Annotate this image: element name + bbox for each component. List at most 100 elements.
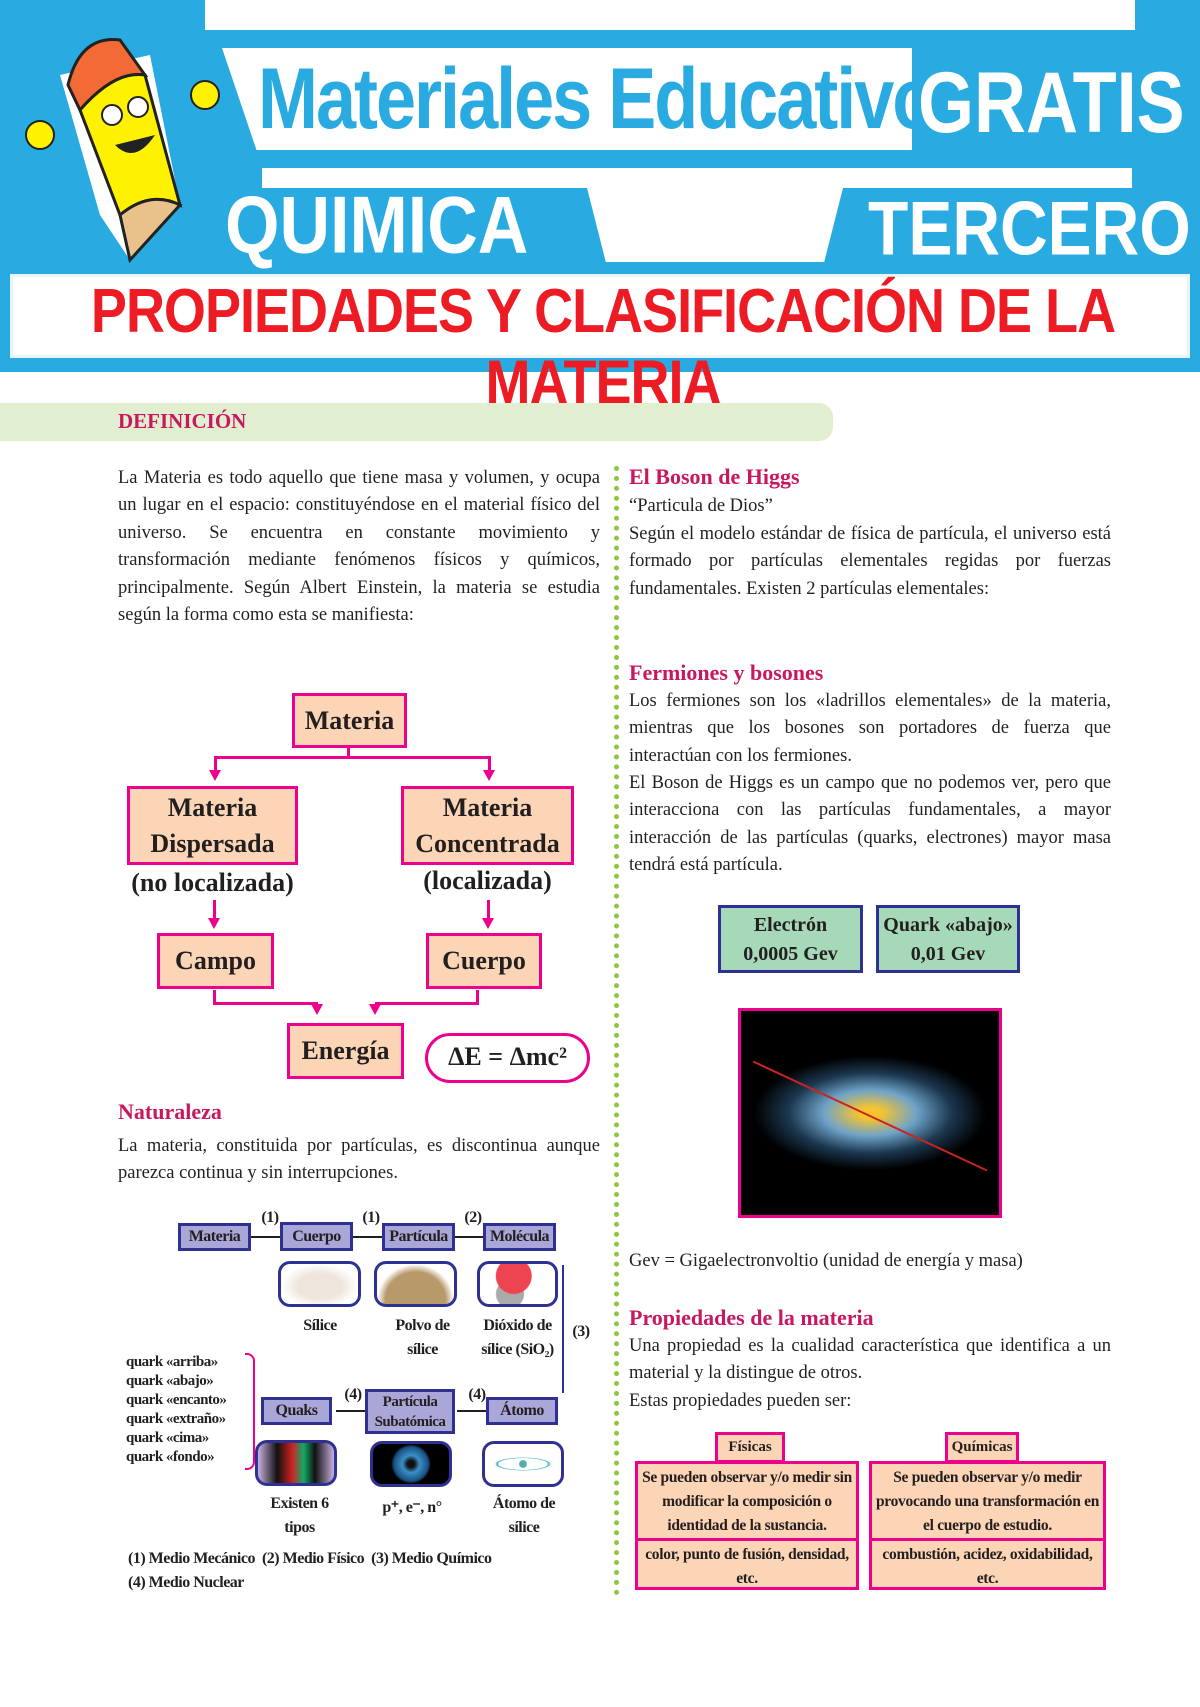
node-cuerpo: Cuerpo <box>280 1222 353 1251</box>
column-divider <box>614 466 619 1596</box>
quark-list: quark «arriba» quark «abajo» quark «enca… <box>126 1353 251 1467</box>
quark-item: quark «cima» <box>126 1430 209 1446</box>
particle-electron: Electrón 0,0005 Gev <box>718 905 863 973</box>
arrow-label: (4) <box>468 1386 486 1403</box>
connector <box>487 900 490 920</box>
atom-image <box>482 1441 564 1487</box>
subject-label: QUIMICA <box>225 180 529 270</box>
quarks-image <box>255 1440 337 1486</box>
higgs-text: Según el modelo estándar de física de pa… <box>629 524 1111 599</box>
node-materia: Materia <box>178 1223 251 1251</box>
arrow-down-icon <box>369 1004 381 1015</box>
particle-name: Quark «abajo» <box>883 914 1013 936</box>
header-brand-band <box>222 48 912 150</box>
arrow-down-line <box>562 1265 564 1393</box>
connector <box>347 748 350 758</box>
fisicas-description: Se pueden observar y/o medir sin modific… <box>635 1461 859 1541</box>
quark-item: quark «abajo» <box>126 1373 214 1389</box>
pencil-mascot-icon <box>25 38 220 264</box>
higgs-subtitle: “Particula de Dios” <box>629 496 773 516</box>
particle-quark-abajo: Quark «abajo» 0,01 Gev <box>876 905 1020 973</box>
header-banner: Materiales Educativos GRATIS QUIMICA TER… <box>0 0 1200 372</box>
polvo-silice-image <box>374 1261 457 1307</box>
node-materia: Materia <box>292 693 407 748</box>
brace-icon <box>245 1353 255 1470</box>
quark-item: quark «extraño» <box>126 1411 226 1427</box>
particle-mass: 0,01 Gev <box>910 943 986 965</box>
propiedades-intro: Estas propiedades pueden ser: <box>629 1391 852 1411</box>
tab-fisicas: Físicas <box>715 1432 785 1463</box>
caption: Sílice <box>303 1317 337 1334</box>
connector <box>214 756 217 771</box>
connector <box>375 1002 479 1005</box>
particle-mass: 0,0005 Gev <box>743 943 838 965</box>
propiedades-text: Una propiedad es la cualidad característ… <box>629 1336 1111 1384</box>
arrow-label: (3) <box>572 1323 590 1340</box>
silice-image <box>278 1261 361 1307</box>
naturaleza-heading: Naturaleza <box>118 1099 222 1124</box>
fisicas-examples: color, punto de fusión, densidad, etc. <box>635 1538 859 1590</box>
caption: Existen 6 tipos <box>270 1495 329 1536</box>
note-localizada: (localizada) <box>423 866 552 895</box>
dioxido-silice-image <box>477 1261 558 1307</box>
header-divider-band <box>262 168 1132 188</box>
node-materia-concentrada: Materia Concentrada <box>401 786 574 865</box>
connector <box>488 756 491 771</box>
quark-item: quark «arriba» <box>126 1354 218 1370</box>
node-cuerpo: Cuerpo <box>426 933 542 989</box>
quimicas-examples: combustión, acidez, oxidabilidad, etc. <box>869 1538 1106 1590</box>
page-title: PROPIEDADES Y CLASIFICACIÓN DE LA MATERI… <box>90 276 1116 418</box>
arrow-down-icon <box>311 1004 323 1015</box>
arrow-label: (1) <box>261 1209 279 1226</box>
connector <box>213 990 216 1004</box>
node-particula: Partícula <box>382 1223 455 1251</box>
particle-collision-image <box>738 1008 1002 1218</box>
caption: Átomo de sílice <box>492 1495 556 1536</box>
title-box: PROPIEDADES Y CLASIFICACIÓN DE LA MATERI… <box>10 274 1190 417</box>
gev-note: Gev = Gigaelectronvoltio (unidad de ener… <box>629 1251 1023 1271</box>
caption: p⁺, e⁻, n° <box>382 1499 442 1516</box>
connector <box>213 900 216 920</box>
connector <box>213 1002 318 1005</box>
arrow-label: (4) <box>344 1386 362 1403</box>
node-quaks: Quaks <box>261 1397 332 1425</box>
node-particula-subatomica: Partícula Subatómica <box>365 1389 455 1434</box>
node-campo: Campo <box>157 933 274 989</box>
header-white-strip <box>205 0 1135 30</box>
quimicas-description: Se pueden observar y/o medir provocando … <box>869 1461 1106 1541</box>
higgs-field-text: El Boson de Higgs es un campo que no pod… <box>629 773 1111 876</box>
arrow-label: (1) <box>362 1209 380 1226</box>
caption: Dióxido de sílice (SiO₂) <box>481 1317 554 1358</box>
legend-line: (4) Medio Nuclear <box>128 1574 244 1591</box>
node-materia-dispersada: Materia Dispersada <box>127 786 298 865</box>
quark-item: quark «fondo» <box>126 1449 215 1465</box>
formula-cloud: ΔE = Δmc² <box>425 1033 590 1083</box>
caption: Polvo de sílice <box>395 1317 450 1358</box>
tab-quimicas: Químicas <box>945 1432 1019 1463</box>
naturaleza-text: La materia, constituida por partículas, … <box>118 1136 600 1184</box>
particle-name: Electrón <box>753 914 828 936</box>
connector <box>476 990 479 1004</box>
arrow-down-icon <box>209 770 221 781</box>
arrow-right-icon <box>353 1236 382 1238</box>
quark-item: quark «encanto» <box>126 1392 227 1408</box>
arrow-down-icon <box>482 918 494 929</box>
brand-text: Materiales Educativos <box>258 51 974 147</box>
subatomic-image <box>370 1441 452 1487</box>
node-molecula: Molécula <box>483 1223 556 1251</box>
brand-gratis: GRATIS <box>918 55 1185 151</box>
grade-label: TERCERO <box>868 185 1191 271</box>
node-energia: Energía <box>287 1023 404 1079</box>
arrow-label: (2) <box>464 1209 482 1226</box>
legend-line: (1) Medio Mecánico (2) Medio Físico (3) … <box>128 1550 492 1567</box>
header-center-band <box>585 180 845 262</box>
arrow-right-icon <box>455 1236 483 1238</box>
fermiones-heading: Fermiones y bosones <box>629 660 824 685</box>
particle-track <box>752 1060 988 1172</box>
definicion-text: La Materia es todo aquello que tiene mas… <box>118 468 600 626</box>
fermiones-text: Los fermiones son los «ladrillos element… <box>629 691 1111 766</box>
arrow-down-icon <box>208 918 220 929</box>
arrow-left-icon <box>336 1410 365 1412</box>
node-atomo: Átomo <box>486 1397 558 1425</box>
section-bar-definicion: DEFINICIÓN <box>0 403 833 441</box>
